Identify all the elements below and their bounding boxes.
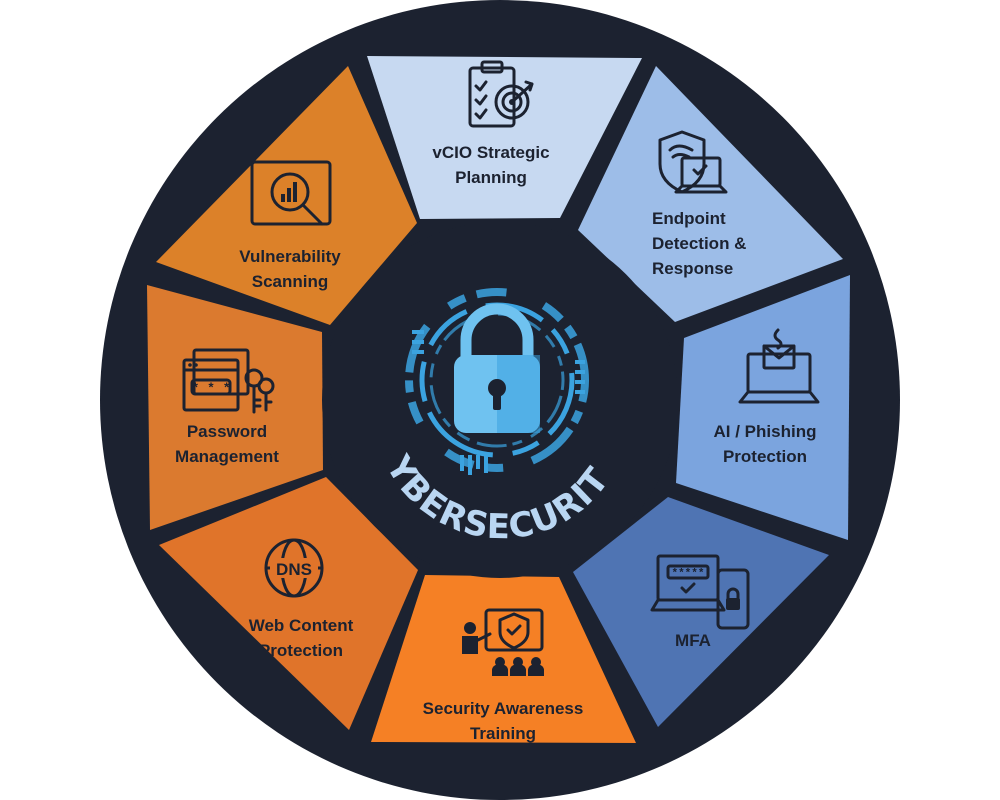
segment-mfa: [573, 497, 829, 727]
segment-label-line: Security Awareness: [423, 699, 584, 718]
password-window-keys-icon: * * *: [182, 348, 275, 414]
segment-vcio: [367, 56, 642, 219]
segment-label-line: Management: [175, 447, 279, 466]
segment-label-line: AI / Phishing: [714, 422, 817, 441]
segment-label-line: Vulnerability: [239, 247, 341, 266]
segment-label-line: Protection: [259, 641, 343, 660]
dns-globe-icon: DNS: [264, 538, 324, 598]
laptop-envelope-hook-icon: [738, 328, 820, 404]
mfa-password-mask: *****: [671, 568, 704, 580]
segment-label-line: Training: [470, 724, 536, 743]
padlock-icon: [454, 303, 540, 433]
monitor-magnifier-chart-icon: [250, 160, 332, 226]
segment-label-line: Planning: [455, 168, 527, 187]
segment-label-line: Web Content: [249, 616, 354, 635]
segment-label-line: Response: [652, 259, 733, 278]
segment-label-line: Detection &: [652, 234, 746, 253]
segment-label-line: Password: [187, 422, 267, 441]
segment-vulnerability-scanning: [156, 66, 417, 325]
segment-endpoint-detection: [578, 66, 843, 322]
segment-label-mfa: MFA: [675, 631, 711, 650]
presenter-shield-audience-icon: [462, 608, 544, 676]
shield-laptop-icon: [658, 130, 728, 194]
dns-label: DNS: [276, 560, 312, 579]
password-mask: * * *: [191, 381, 230, 396]
segment-password-management: [147, 285, 323, 530]
segment-label-line: vCIO Strategic: [432, 143, 549, 162]
laptop-phone-lock-icon: *****: [650, 554, 750, 630]
clipboard-target-icon: [468, 60, 534, 128]
segment-label-line: Endpoint: [652, 209, 726, 228]
hub-tech-ticks: [412, 330, 585, 475]
segment-label-line: Scanning: [252, 272, 329, 291]
segment-label-line: MFA: [675, 631, 711, 650]
segment-web-content: [159, 477, 418, 730]
segment-ai-phishing: [676, 275, 850, 540]
segment-label-line: Protection: [723, 447, 807, 466]
